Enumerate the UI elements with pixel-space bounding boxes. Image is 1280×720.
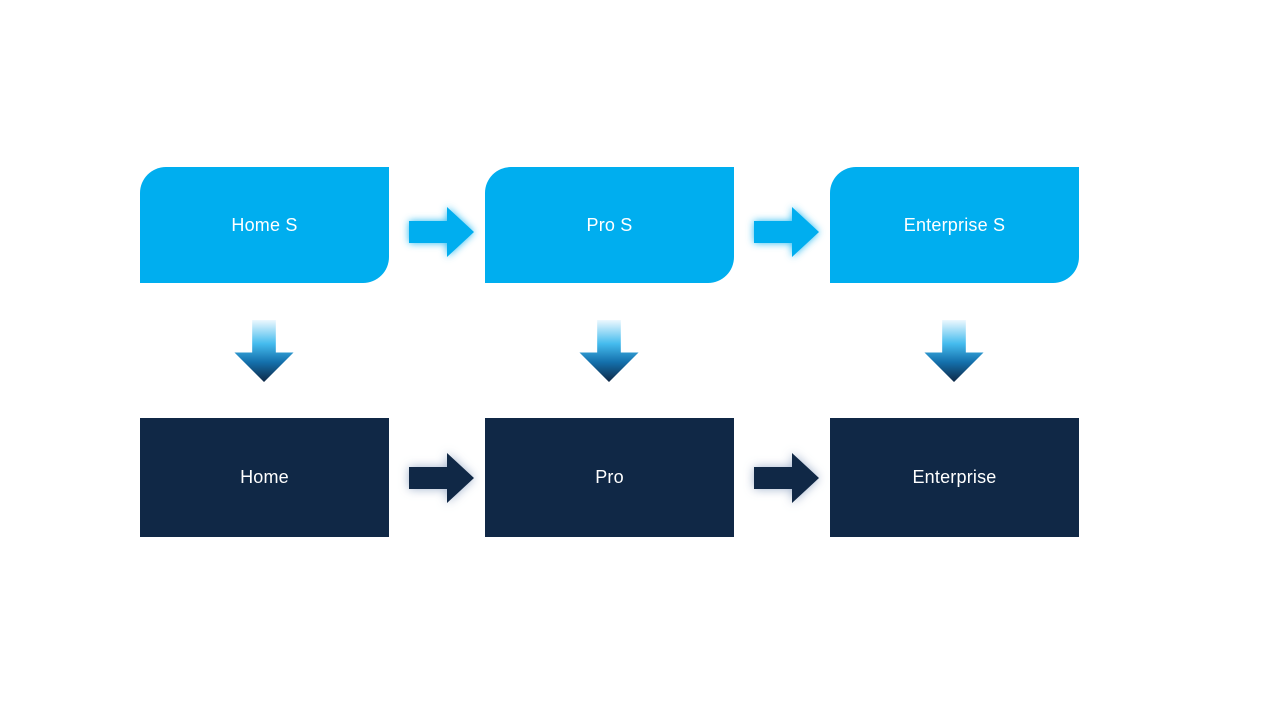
box-enterprise-s: Enterprise S xyxy=(830,167,1079,283)
box-home-s: Home S xyxy=(140,167,389,283)
box-enterprise-label: Enterprise xyxy=(912,467,997,487)
box-pro-s-label: Pro S xyxy=(586,214,633,235)
arrow-right-icon xyxy=(409,453,474,503)
arrow-right-icon xyxy=(754,207,819,257)
box-pro: Pro xyxy=(485,418,734,537)
arrow-down-icon xyxy=(234,320,294,383)
box-home-s-label: Home S xyxy=(231,214,298,235)
box-pro-s: Pro S xyxy=(485,167,734,283)
box-home-label: Home xyxy=(240,467,289,487)
arrow-down-icon xyxy=(579,320,639,383)
box-home: Home xyxy=(140,418,389,537)
box-pro-label: Pro xyxy=(595,467,624,487)
box-enterprise: Enterprise xyxy=(830,418,1079,537)
box-enterprise-s-label: Enterprise S xyxy=(903,214,1006,235)
arrow-right-icon xyxy=(754,453,819,503)
arrow-down-icon xyxy=(924,320,984,383)
arrow-right-icon xyxy=(409,207,474,257)
